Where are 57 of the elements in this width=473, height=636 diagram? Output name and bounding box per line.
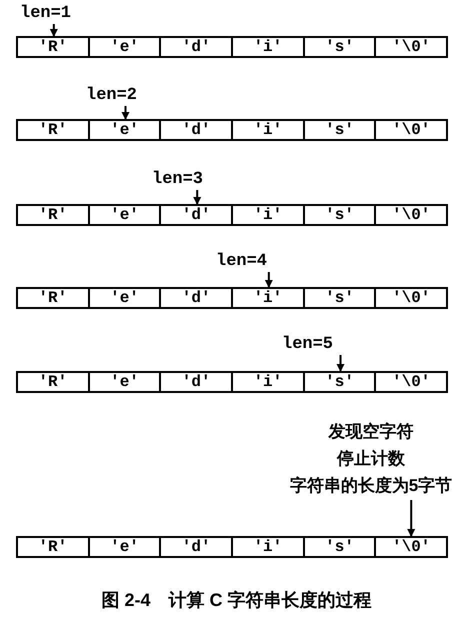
array-cell: 's': [304, 38, 376, 56]
note-text: 发现空字符: [327, 421, 414, 443]
array-cell: 'd': [161, 121, 234, 139]
array-cell: 'd': [161, 38, 234, 56]
array-cell: '\0': [376, 373, 446, 391]
array-cell: 'e': [90, 121, 162, 139]
arrow: [264, 272, 273, 288]
array-cell: 's': [304, 206, 376, 224]
array-cell: 'R': [18, 289, 90, 307]
char-array: [16, 119, 448, 141]
array-cell: 'd': [161, 373, 234, 391]
arrow: [193, 190, 202, 205]
array-cell: 'i': [233, 38, 305, 56]
array-cell: 'd': [161, 206, 234, 224]
length-label: len=5: [282, 335, 334, 354]
arrow: [50, 24, 58, 37]
array-cell: 'e': [90, 373, 162, 391]
array-cell: 'R': [18, 38, 90, 56]
note-text: 停止计数: [336, 448, 406, 470]
array-cell: 'R': [18, 373, 90, 391]
array-cell: 'R': [18, 538, 90, 556]
length-label: len=4: [216, 252, 268, 271]
array-cell: 'd': [161, 538, 234, 556]
array-cell: '\0': [376, 538, 446, 556]
array-cell: 'e': [90, 206, 162, 224]
array-cell: '\0': [376, 38, 446, 56]
arrow: [336, 355, 345, 372]
array-cell: 'i': [233, 121, 305, 139]
length-label: len=3: [152, 170, 204, 189]
char-array: [16, 36, 448, 58]
array-cell: 'i': [233, 538, 305, 556]
figure-caption: 图 2-4 计算 C 字符串长度的过程: [100, 589, 373, 612]
array-cell: 's': [304, 121, 376, 139]
array-cell: 'e': [90, 38, 162, 56]
array-cell: 'e': [90, 538, 162, 556]
note-text: 字符串的长度为5字节: [288, 475, 454, 497]
arrow: [122, 106, 130, 120]
array-cell: 'R': [18, 121, 90, 139]
length-label: len=2: [86, 86, 138, 105]
array-cell: 'i': [233, 206, 305, 224]
length-label: len=1: [20, 4, 72, 23]
char-array: [16, 371, 448, 393]
char-array: [16, 204, 448, 226]
array-cell: 'd': [161, 289, 234, 307]
array-cell: 's': [304, 538, 376, 556]
array-cell: '\0': [376, 121, 446, 139]
array-cell: 'i': [233, 289, 305, 307]
array-cell: 's': [304, 373, 376, 391]
array-cell: 'R': [18, 206, 90, 224]
char-array: [16, 536, 448, 558]
array-cell: '\0': [376, 289, 446, 307]
array-cell: 'e': [90, 289, 162, 307]
arrow: [407, 500, 416, 537]
array-cell: 'i': [233, 373, 305, 391]
array-cell: 's': [304, 289, 376, 307]
char-array: [16, 287, 448, 309]
array-cell: '\0': [376, 206, 446, 224]
